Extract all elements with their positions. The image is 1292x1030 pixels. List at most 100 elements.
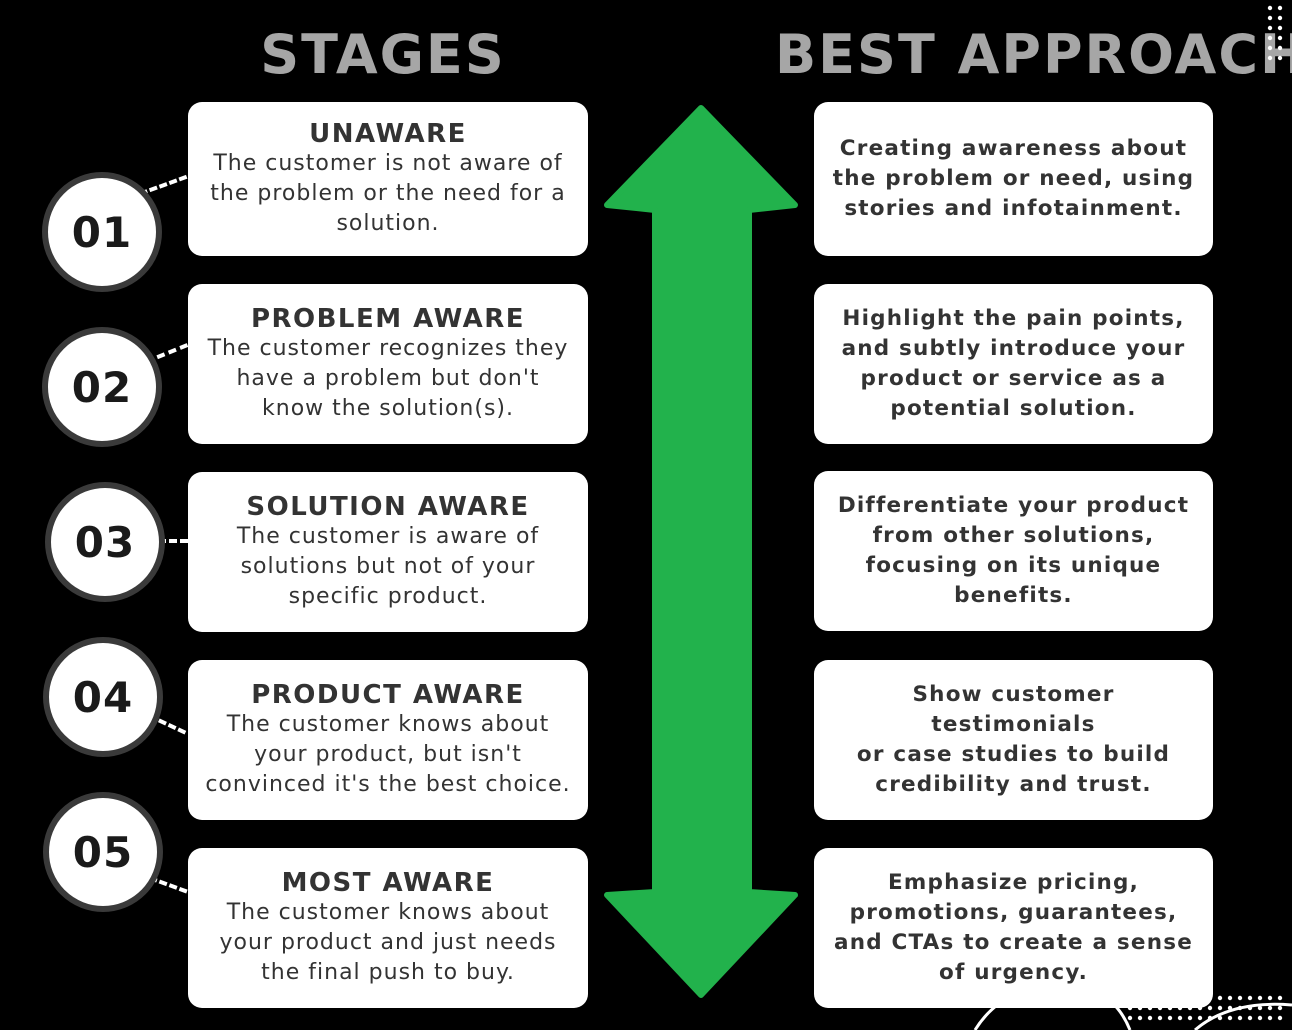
- dot: [1217, 995, 1223, 1001]
- dot: [1277, 1015, 1283, 1021]
- stage-description-line: convinced it's the best choice.: [205, 772, 571, 797]
- approach-line: Differentiate your product: [837, 493, 1190, 518]
- approach-line: potential solution.: [890, 396, 1137, 421]
- dot: [1207, 1005, 1213, 1011]
- dot: [1147, 1015, 1153, 1021]
- stages-heading: STAGES: [260, 23, 506, 86]
- approach-line: product or service as a: [860, 366, 1167, 391]
- dot: [1277, 5, 1283, 11]
- dot: [1157, 1015, 1163, 1021]
- stage-number-03: 03: [45, 482, 165, 602]
- stage-number-01: 01: [42, 172, 162, 292]
- approach-line: Creating awareness about: [839, 136, 1188, 161]
- approach-card-product-aware: Show customer testimonials or case studi…: [814, 660, 1213, 820]
- stage-card-solution-aware: SOLUTION AWARE The customer is aware of …: [188, 472, 588, 632]
- dot: [1167, 1015, 1173, 1021]
- dot: [1227, 1015, 1233, 1021]
- approach-line: and subtly introduce your: [841, 336, 1186, 361]
- stage-description-line: the problem or the need for a: [210, 181, 566, 206]
- dot: [1177, 1015, 1183, 1021]
- dot: [1127, 1015, 1133, 1021]
- dot: [1277, 55, 1283, 61]
- approach-line: promotions, guarantees,: [849, 900, 1178, 925]
- approach-line: from other solutions,: [872, 523, 1155, 548]
- stage-description-line: The customer is not aware of: [213, 151, 563, 176]
- stage-description-line: your product and just needs: [219, 930, 557, 955]
- stage-card-most-aware: MOST AWARE The customer knows about your…: [188, 848, 588, 1008]
- dot: [1267, 1015, 1273, 1021]
- stage-title: MOST AWARE: [281, 868, 495, 898]
- stage-description-line: The customer recognizes they: [207, 336, 569, 361]
- approach-line: focusing on its unique: [865, 553, 1162, 578]
- stage-number-label: 05: [72, 827, 134, 877]
- stage-description-line: know the solution(s).: [262, 396, 514, 421]
- stage-title: PROBLEM AWARE: [250, 304, 526, 334]
- dot: [1137, 1015, 1143, 1021]
- dot: [1187, 1015, 1193, 1021]
- stage-description-line: The customer is aware of: [236, 524, 540, 549]
- stage-description-line: The customer knows about: [226, 712, 550, 737]
- dot: [1197, 1015, 1203, 1021]
- approach-line: Highlight the pain points,: [842, 306, 1185, 331]
- stage-description-line: The customer knows about: [226, 900, 550, 925]
- connector-03: [158, 539, 188, 543]
- dot: [1267, 35, 1273, 41]
- approach-line: the problem or need, using: [832, 166, 1195, 191]
- stage-number-label: 01: [71, 207, 133, 257]
- dot: [1277, 1005, 1283, 1011]
- approach-line: stories and infotainment.: [844, 196, 1183, 221]
- dot: [1267, 1005, 1273, 1011]
- dot: [1257, 1015, 1263, 1021]
- stage-number-04: 04: [43, 637, 163, 757]
- dot: [1267, 45, 1273, 51]
- approach-card-unaware: Creating awareness about the problem or …: [814, 102, 1213, 256]
- approach-line: of urgency.: [939, 960, 1088, 985]
- best-approach-heading: BEST APPROACH: [775, 23, 1292, 86]
- dot: [1227, 995, 1233, 1001]
- stage-number-label: 04: [72, 672, 134, 722]
- dot: [1237, 1015, 1243, 1021]
- dot: [1247, 1015, 1253, 1021]
- dot: [1277, 995, 1283, 1001]
- stage-description-line: your product, but isn't: [254, 742, 522, 767]
- dot: [1217, 1005, 1223, 1011]
- stage-number-label: 02: [71, 362, 133, 412]
- stage-description-line: have a problem but don't: [236, 366, 540, 391]
- stage-title: SOLUTION AWARE: [246, 492, 530, 522]
- dot: [1267, 5, 1273, 11]
- approach-card-solution-aware: Differentiate your product from other so…: [814, 471, 1213, 631]
- dot: [1267, 55, 1273, 61]
- stage-card-unaware: UNAWARE The customer is not aware of the…: [188, 102, 588, 256]
- dot: [1257, 1005, 1263, 1011]
- stage-title: PRODUCT AWARE: [251, 680, 525, 710]
- approach-card-problem-aware: Highlight the pain points, and subtly in…: [814, 284, 1213, 444]
- approach-line: and CTAs to create a sense: [834, 930, 1193, 955]
- approach-card-most-aware: Emphasize pricing, promotions, guarantee…: [814, 848, 1213, 1008]
- dot: [1247, 995, 1253, 1001]
- stage-title: UNAWARE: [309, 119, 467, 149]
- stage-card-product-aware: PRODUCT AWARE The customer knows about y…: [188, 660, 588, 820]
- stage-card-problem-aware: PROBLEM AWARE The customer recognizes th…: [188, 284, 588, 444]
- approach-line: credibility and trust.: [875, 772, 1152, 797]
- dot-grid-top-right-icon: [1267, 5, 1283, 61]
- dot: [1267, 25, 1273, 31]
- approach-line: Show customer testimonials: [912, 682, 1115, 737]
- approach-line: benefits.: [954, 583, 1073, 608]
- dot: [1277, 25, 1283, 31]
- dot: [1237, 995, 1243, 1001]
- stage-number-02: 02: [42, 327, 162, 447]
- stage-number-label: 03: [74, 517, 136, 567]
- double-headed-arrow-icon: [604, 105, 798, 998]
- corner-curve-2-icon: [1194, 1002, 1292, 1030]
- dot: [1257, 995, 1263, 1001]
- stage-description-line: specific product.: [288, 584, 488, 609]
- approach-line: Emphasize pricing,: [888, 870, 1139, 895]
- stage-number-05: 05: [43, 792, 163, 912]
- dot: [1277, 45, 1283, 51]
- dot: [1277, 15, 1283, 21]
- stage-description-line: solutions but not of your: [240, 554, 536, 579]
- dot: [1277, 35, 1283, 41]
- stage-description-line: solution.: [336, 211, 440, 236]
- stage-description-line: the final push to buy.: [261, 960, 515, 985]
- approach-line: or case studies to build: [856, 742, 1171, 767]
